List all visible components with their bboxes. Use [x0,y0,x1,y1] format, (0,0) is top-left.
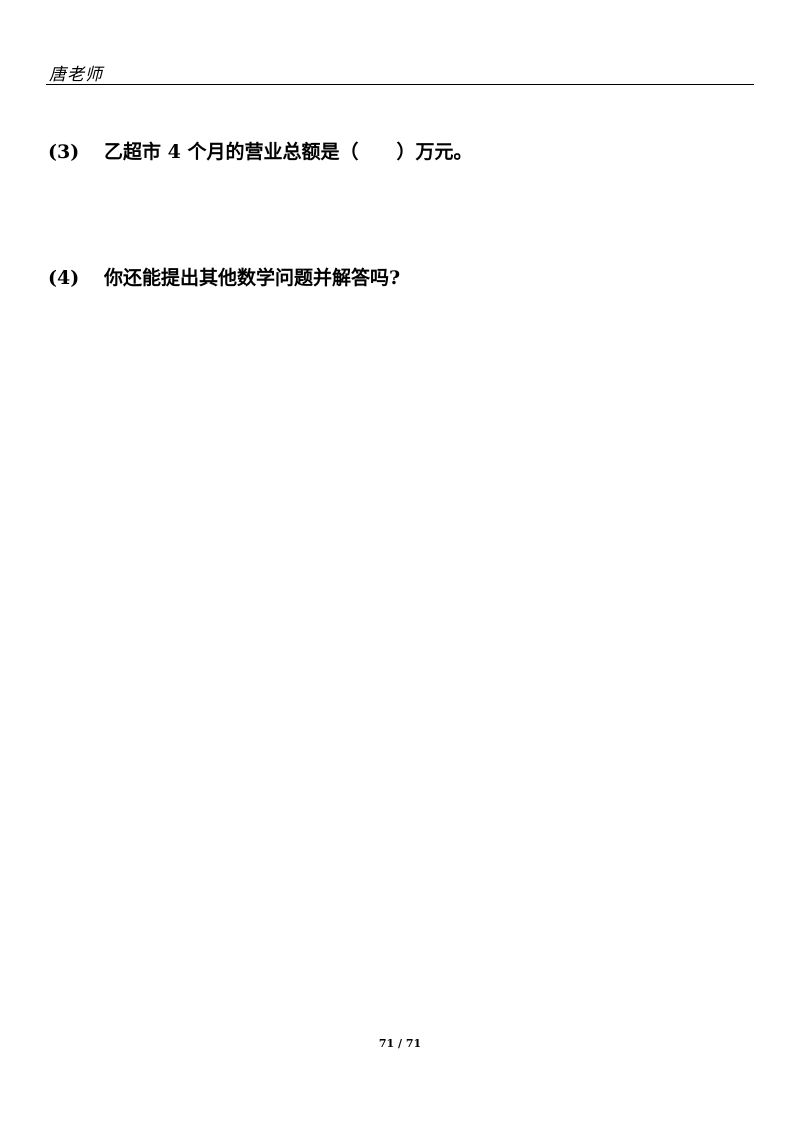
header-author: 唐老师 [49,65,103,85]
question-text: 你还能提出其他数学问题并解答吗? [104,267,401,289]
question-text: 乙超市 4 个月的营业总额是（ ）万元。 [104,141,473,163]
question-4: (4) 你还能提出其他数学问题并解答吗? [48,263,400,290]
question-number: (3) [48,141,80,163]
question-number: (4) [48,267,80,289]
question-3: (3) 乙超市 4 个月的营业总额是（ ）万元。 [48,137,472,164]
header-divider [46,84,754,85]
page-number: 71 / 71 [378,1037,422,1050]
